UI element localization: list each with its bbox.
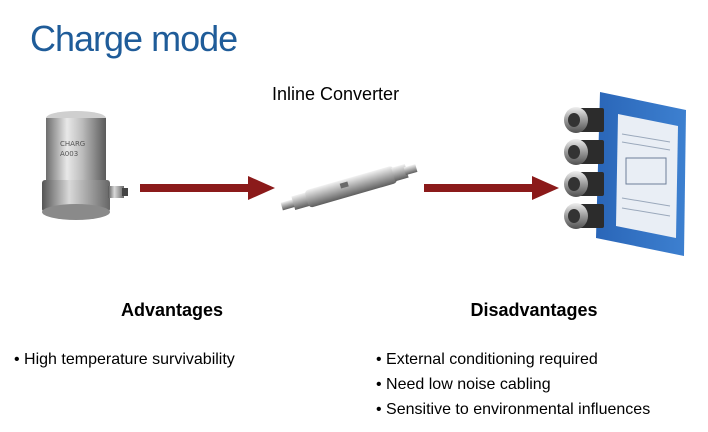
disadvantages-heading: Disadvantages [470, 300, 598, 320]
inline-converter-label: Inline Converter [272, 84, 400, 104]
arrow-right-icon [140, 176, 275, 200]
disadvantage-item: External conditioning required [376, 347, 650, 372]
advantage-item: High temperature survivability [14, 347, 235, 372]
disadvantage-item: Sensitive to environmental influences [376, 397, 650, 422]
daq-module-image [564, 92, 686, 256]
advantages-list: High temperature survivability [14, 347, 235, 372]
arrow-right-icon [424, 176, 559, 200]
charge-accelerometer-image: CHARG A003 [42, 111, 128, 220]
svg-text:A003: A003 [60, 150, 78, 158]
advantages-heading: Advantages [120, 300, 224, 320]
page-title: Charge mode [30, 18, 238, 59]
svg-text:CHARG: CHARG [60, 140, 85, 148]
disadvantages-list: External conditioning required Need low … [376, 347, 650, 422]
disadvantage-item: Need low noise cabling [376, 372, 650, 397]
inline-converter-image [280, 164, 418, 211]
